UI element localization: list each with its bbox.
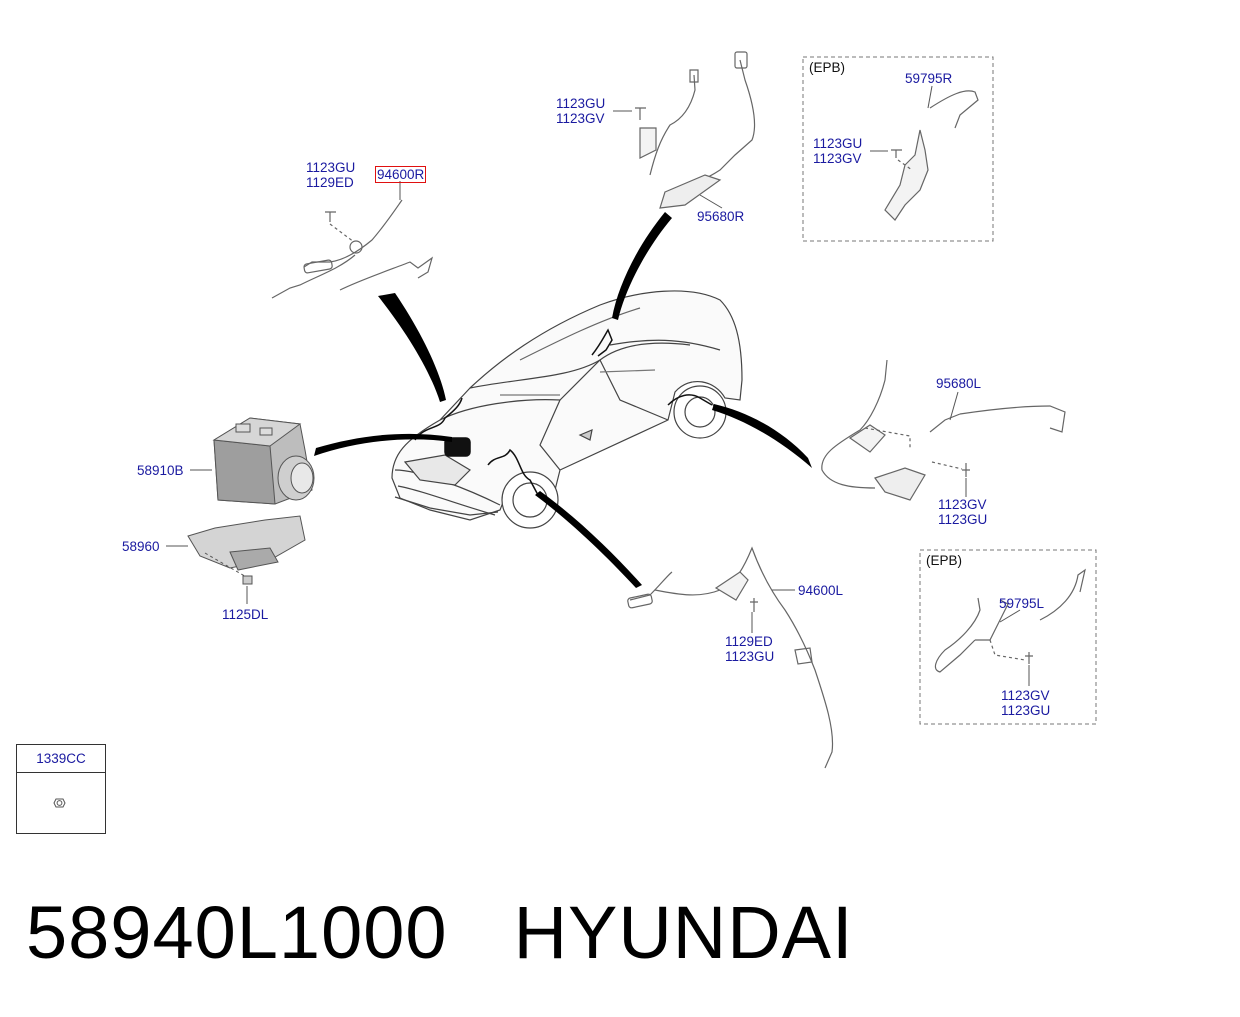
label-abs-module[interactable]: 58910B [137, 463, 184, 478]
footer: 58940L1000 HYUNDAI [26, 888, 854, 978]
label-epb-right-bolt-a[interactable]: 1123GU [813, 136, 863, 151]
epb-left-tag: (EPB) [926, 553, 963, 568]
brand-name: HYUNDAI [513, 891, 854, 974]
rear-left-sensor-drawing [821, 359, 1066, 501]
part-number: 58940L1000 [26, 891, 448, 974]
legend-code[interactable]: 1339CC [17, 745, 105, 773]
label-front-right-sensor[interactable]: 94600R [374, 166, 427, 183]
epb-right-tag: (EPB) [809, 60, 846, 75]
label-epb-left-bolt-b[interactable]: 1123GU [1001, 703, 1051, 718]
label-front-left-bolt-b[interactable]: 1123GU [725, 649, 775, 664]
label-rear-right-bolt-b[interactable]: 1123GV [556, 111, 605, 126]
rear-right-sensor-drawing [635, 51, 756, 209]
legend-box: 1339CC [16, 744, 106, 834]
label-rear-right-bolt-a[interactable]: 1123GU [556, 96, 606, 111]
label-front-left-bolt-a[interactable]: 1129ED [725, 634, 773, 649]
abs-module-drawing [212, 417, 315, 505]
front-left-sensor-drawing [627, 546, 834, 769]
label-front-right-bolt-b[interactable]: 1129ED [306, 175, 354, 190]
label-epb-left-bolt-a[interactable]: 1123GV [1001, 688, 1050, 703]
label-epb-left-sensor[interactable]: 59795L [999, 596, 1045, 611]
label-epb-right-sensor[interactable]: 59795R [905, 71, 953, 86]
label-rear-left-sensor[interactable]: 95680L [936, 376, 982, 391]
car-wiring [414, 328, 713, 496]
epb-left-box [919, 549, 1097, 725]
label-rear-left-bolt-b[interactable]: 1123GU [938, 512, 988, 527]
epb-right-box [802, 56, 994, 242]
label-front-right-bolt-a[interactable]: 1123GU [306, 160, 356, 175]
leader-lines [166, 85, 1030, 686]
label-rear-right-sensor[interactable]: 95680R [697, 209, 745, 224]
label-rear-left-bolt-a[interactable]: 1123GV [938, 497, 987, 512]
label-front-left-sensor[interactable]: 94600L [798, 583, 844, 598]
car-illustration [391, 290, 743, 529]
front-right-sensor-drawing [271, 199, 434, 299]
nut-icon [53, 798, 66, 808]
callout-pointers [314, 212, 812, 588]
parts-diagram [166, 51, 1097, 769]
label-epb-right-bolt-b[interactable]: 1123GV [813, 151, 862, 166]
label-bracket-bolt[interactable]: 1125DL [222, 607, 269, 622]
bracket-drawing [168, 515, 306, 585]
label-bracket[interactable]: 58960 [122, 539, 160, 554]
